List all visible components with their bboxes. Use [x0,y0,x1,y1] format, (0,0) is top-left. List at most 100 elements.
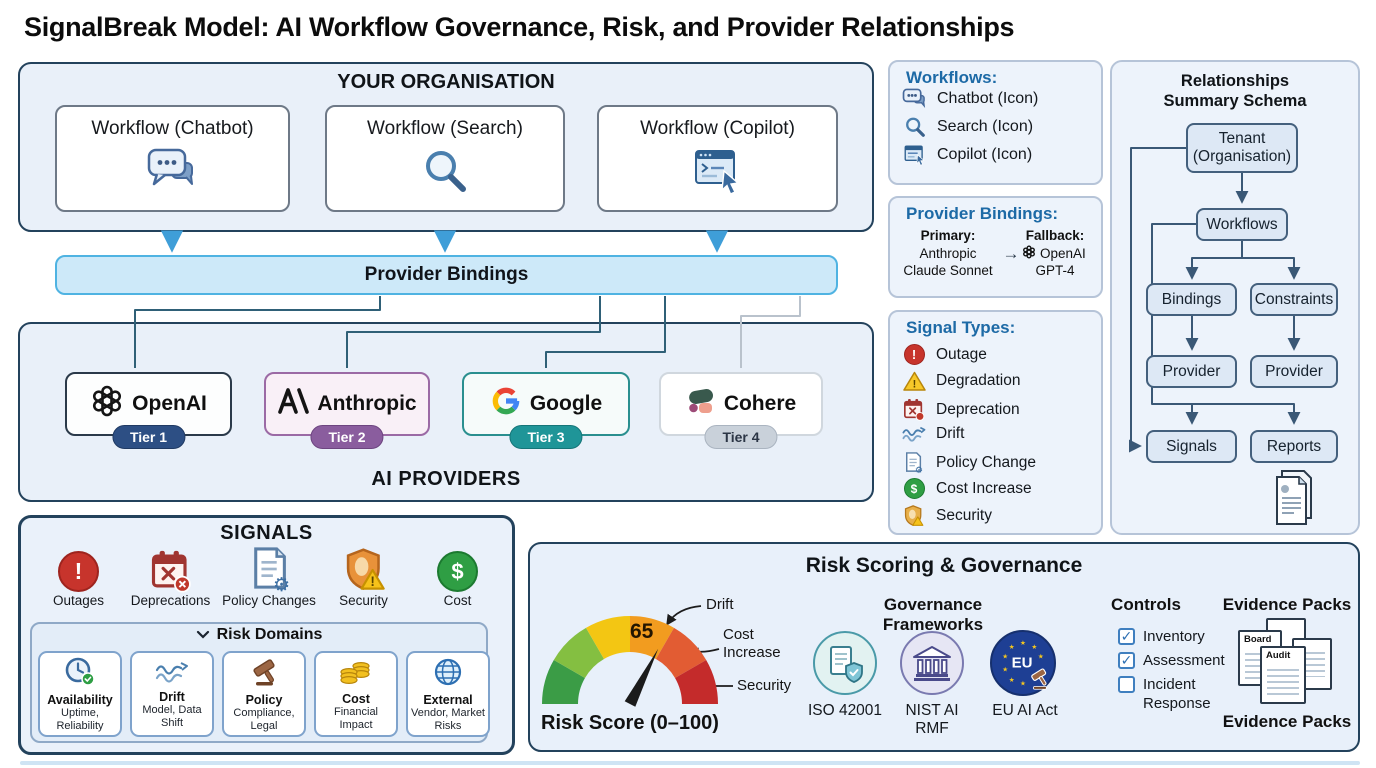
svg-text:★: ★ [1038,653,1044,660]
signals-title: SIGNALS [220,522,313,544]
fallback-provider-row: OpenAI [1022,245,1086,262]
tier-2-badge: Tier 2 [310,425,384,449]
anthropic-logo-icon [277,388,310,420]
cohere-logo-icon [686,386,716,422]
eu-gavel-icon: ★★★ ★★ ★★★ EU [990,630,1056,696]
risk-domains-header[interactable]: Risk Domains [30,626,488,644]
clock-check-icon [40,657,120,692]
legend-security: Security [902,505,992,527]
legend-workflows-panel [888,60,1103,185]
search-icon [902,116,928,138]
provider-cohere-box[interactable]: Cohere Tier 4 [659,372,823,449]
chevron-down-icon [196,626,210,644]
page-title: SignalBreak Model: AI Workflow Governanc… [24,12,1015,42]
fallback-arrow-icon: → [1002,244,1020,263]
security-shield-icon [902,505,926,527]
legend-signal-types-title: Signal Types: [906,318,1016,337]
legend-signal-types-panel [888,310,1103,535]
deprecation-calendar-icon [150,549,192,598]
checkbox-unchecked[interactable] [1118,676,1135,693]
security-shield-icon: ! [343,548,387,597]
framework-nist-label: NIST AI RMF [905,702,959,737]
evidence-packs-icon: Board Audit [1238,618,1334,706]
svg-text:★: ★ [1002,653,1008,660]
provider-google-name: Google [529,392,603,415]
workflow-search-box[interactable]: Workflow (Search) [325,105,565,212]
schema-node-provider-right[interactable]: Provider [1250,355,1338,388]
provider-openai-name: OpenAI [132,392,207,415]
ai-providers-title: AI PROVIDERS [371,468,521,490]
schema-node-constraints[interactable]: Constraints [1250,283,1338,316]
svg-text:!: ! [912,379,916,391]
frameworks-title: Governance Frameworks [882,595,984,634]
risk-panel-title: Risk Scoring & Governance [805,554,1083,577]
legend-outage: ! Outage [902,344,987,365]
legend-bindings-title: Provider Bindings: [906,204,1059,223]
risk-domain-policy[interactable]: Policy Compliance, Legal [222,651,306,737]
fallback-provider: OpenAI [1040,246,1086,261]
evidence-packs-title: Evidence Packs [1222,595,1352,614]
workflow-search-label: Workflow (Search) [367,118,523,139]
legend-workflow-copilot: Copilot (Icon) [902,144,1032,166]
gauge-value: 65 [630,620,654,643]
control-inventory[interactable]: ✓ Inventory [1118,628,1205,645]
chat-icon [902,88,928,110]
provider-google-box[interactable]: Google Tier 3 [462,372,630,449]
legend-degradation: ! Degradation [902,371,1020,391]
control-assessment[interactable]: ✓ Assessment [1118,652,1225,669]
svg-text:★: ★ [1009,644,1015,651]
framework-iso-label: ISO 42001 [807,702,883,719]
schema-node-tenant[interactable]: Tenant (Organisation) [1186,123,1298,173]
annotation-cost-increase: Cost Increase [723,626,781,662]
gauge-caption: Risk Score (0–100) [541,712,719,734]
legend-bindings-panel [888,196,1103,298]
legend-cost-increase: $ Cost Increase [902,478,1032,499]
outage-icon: ! [58,551,99,592]
openai-logo-icon [90,384,124,424]
gavel-icon [224,657,304,692]
schema-node-reports[interactable]: Reports [1250,430,1338,463]
bottom-strip [20,761,1360,765]
svg-text:★: ★ [1020,681,1026,688]
risk-domain-cost[interactable]: Cost Financial Impact [314,651,398,737]
workflow-chatbot-label: Workflow (Chatbot) [91,118,254,139]
coins-icon [316,658,396,691]
svg-text:★: ★ [1031,644,1037,651]
provider-bindings-bar[interactable]: Provider Bindings [55,255,838,295]
search-icon [327,147,563,200]
primary-label: Primary: [920,228,976,243]
provider-openai-box[interactable]: OpenAI Tier 1 [65,372,232,449]
svg-text:★: ★ [1009,677,1015,684]
control-incident-response[interactable]: Incident Response [1118,676,1227,714]
drift-waves-icon [902,425,926,443]
tier-4-badge: Tier 4 [704,425,778,449]
globe-icon [408,657,488,692]
primary-provider: Anthropic [919,246,977,261]
workflow-chatbot-box[interactable]: Workflow (Chatbot) [55,105,290,212]
provider-anthropic-box[interactable]: Anthropic Tier 2 [264,372,430,449]
tier-3-badge: Tier 3 [509,425,583,449]
copilot-icon [902,144,928,166]
risk-domain-drift[interactable]: Drift Model, Data Shift [130,651,214,737]
schema-node-signals[interactable]: Signals [1146,430,1237,463]
svg-text:★: ★ [1002,666,1008,673]
signal-cost-label: Cost [443,593,472,608]
schema-node-workflows[interactable]: Workflows [1196,208,1288,241]
legend-workflow-search: Search (Icon) [902,116,1033,138]
legend-policy-change: ⚙ Policy Change [902,451,1036,474]
cost-dollar-icon: $ [437,551,478,592]
eu-badge: EU [1012,655,1033,672]
svg-text:★: ★ [1020,640,1026,647]
checkbox-checked[interactable]: ✓ [1118,628,1135,645]
drift-waves-icon [132,660,212,689]
schema-node-provider-left[interactable]: Provider [1146,355,1237,388]
risk-domain-availability[interactable]: Availability Uptime, Reliability [38,651,122,737]
fallback-label: Fallback: [1025,228,1085,243]
schema-node-bindings[interactable]: Bindings [1146,283,1237,316]
signal-security-label: Security [339,593,388,608]
risk-domain-external[interactable]: External Vendor, Market Risks [406,651,490,737]
checkbox-checked[interactable]: ✓ [1118,652,1135,669]
warning-triangle-icon: ! [902,371,926,391]
schema-title-line2: Summary Schema [1163,92,1307,110]
workflow-copilot-box[interactable]: Workflow (Copilot) [597,105,838,212]
